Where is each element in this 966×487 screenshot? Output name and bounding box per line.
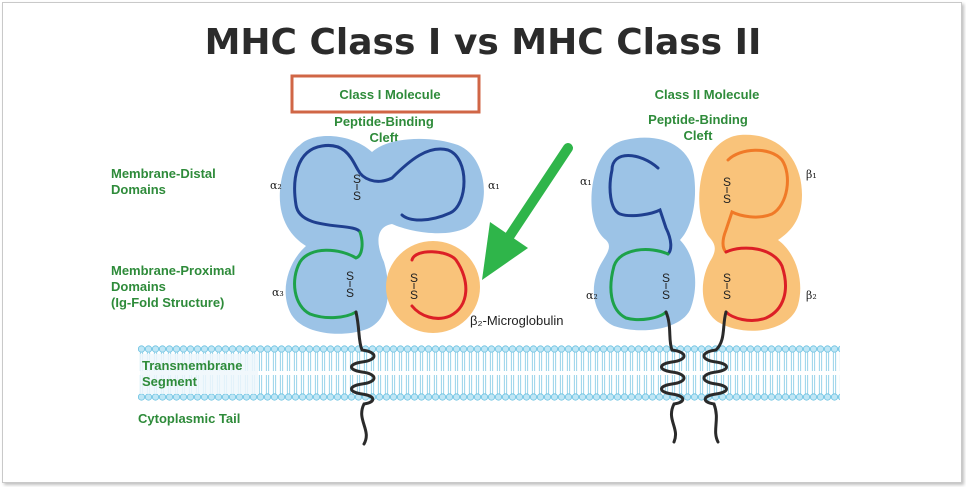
class2-alpha2-chain [609,248,670,322]
class2-beta1-disulfide-s2: S [723,192,731,206]
class2-beta1-label: β₁ [806,168,817,181]
page-title: MHC Class I vs MHC Class II [205,22,762,63]
class2-alpha1-chain [608,154,673,256]
transmembrane-label-line2: Segment [142,374,198,389]
transmembrane-label-bg [140,354,258,394]
b2m-disulfide-s2: S [410,288,418,302]
class2-cleft-label-line1: Peptide-Binding [648,112,748,127]
class2-beta1-disulfide-s1: S [723,175,731,189]
cytoplasmic-tail-label: Cytoplasmic Tail [138,411,240,426]
class1-alpha2-label: α₂ [270,179,282,192]
class1-alpha12-chain [293,143,466,234]
class1-disulfide-s1: S [353,172,361,186]
class2-beta1-chain [721,148,789,254]
proximal-domains-label-line2: Domains [111,279,166,294]
transmembrane-label-line1: Transmembrane [142,358,242,373]
class2-alpha-transmembrane-helix [660,310,686,444]
class2-beta2-chain [724,246,787,322]
class1-heading: Class I Molecule [339,87,440,102]
class1-disulfide-s4: S [346,286,354,300]
class1-alpha1-label: α₁ [488,179,500,192]
proximal-domains-label-line1: Membrane-Proximal [111,263,235,278]
b2-microglobulin-label: β₂-Microglobulin [470,313,563,328]
class2-beta2-disulfide-s1: S [723,271,731,285]
class2-beta2-label: β₂ [806,289,817,302]
class2-alpha1-label: α₁ [580,175,592,188]
class1-cleft-label-line2: Cleft [370,130,400,145]
class2-cleft-label-line2: Cleft [684,128,714,143]
class2-beta2-disulfide-s2: S [723,288,731,302]
b2m-disulfide-s1: S [410,271,418,285]
class1-disulfide-s2: S [353,189,361,203]
class1-alpha3-chain [293,230,364,320]
proximal-domains-label-line3: (Ig-Fold Structure) [111,295,224,310]
class1-disulfide-s3: S [346,269,354,283]
b2-microglobulin-chain [410,250,468,320]
class2-beta-transmembrane-helix [702,310,728,444]
class2-alpha2-label: α₂ [586,289,598,302]
class2-heading: Class II Molecule [655,87,760,102]
class1-cleft-label-line1: Peptide-Binding [334,114,434,129]
class1-heading-box [290,74,481,114]
class1-alpha-chain-domain [279,135,484,334]
class2-beta-chain-domain [699,134,802,331]
class2-alpha-chain-domain [591,137,696,331]
pointer-arrow [482,143,573,280]
class1-transmembrane-helix [350,310,376,446]
class1-alpha3-label: α₃ [272,286,284,299]
class2-alpha2-disulfide-s1: S [662,271,670,285]
class2-alpha2-disulfide-s2: S [662,288,670,302]
distal-domains-label-line2: Domains [111,182,166,197]
distal-domains-label-line1: Membrane-Distal [111,166,216,181]
